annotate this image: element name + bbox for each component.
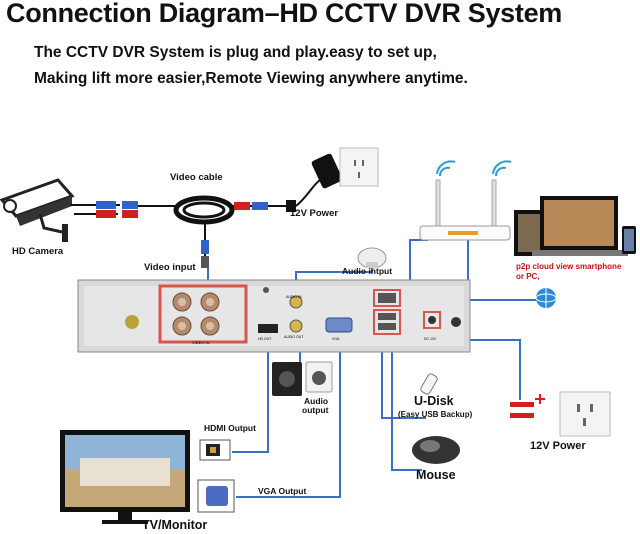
subtitle-line-2: Making lift more easier,Remote Viewing a… xyxy=(34,70,468,87)
ground-screw-icon xyxy=(125,315,139,329)
label-tv-monitor: TV/Monitor xyxy=(142,518,208,532)
speakers-icon xyxy=(272,361,333,396)
hdmi-port-icon xyxy=(258,324,278,333)
mouse-icon xyxy=(412,436,460,464)
connection-lines xyxy=(207,230,542,498)
panel-audio-in: AUDIO IN xyxy=(286,295,302,299)
label-udisk-note: (Easy USB Backup) xyxy=(398,410,473,419)
usb-disk-icon xyxy=(420,373,438,395)
video-cable-icon xyxy=(70,195,296,268)
power-switch-icon xyxy=(451,317,461,327)
usb-line-mouse xyxy=(391,318,422,471)
hdmi-line xyxy=(232,340,269,453)
video-in-frame xyxy=(158,284,248,344)
remote-devices-icon xyxy=(514,196,636,256)
audio-in-port-icon xyxy=(289,295,303,309)
vga-connector-icon xyxy=(197,479,235,513)
dvr-panel: VIDEO IN AUDIO IN AUDIO OUT HD OUT VGA D… xyxy=(77,279,471,353)
diagram-title: Connection Diagram–HD CCTV DVR System xyxy=(6,0,563,28)
audio-input-mic-icon xyxy=(357,247,387,269)
hdmi-cable-icon xyxy=(199,439,231,461)
usb-port-icon xyxy=(378,313,396,320)
dc-port-icon xyxy=(428,316,436,324)
dc-polarity-icon xyxy=(510,394,545,418)
label-video-input: Video input xyxy=(144,262,196,273)
panel-hd-out: HD OUT xyxy=(258,337,272,341)
label-p2p-line2: or PC, xyxy=(516,272,540,281)
label-udisk: U-Disk xyxy=(414,394,454,408)
label-audio-output-1: Audio xyxy=(304,396,329,406)
label-audio-output-2: output xyxy=(302,405,329,415)
bnc-port-icon xyxy=(172,292,220,336)
hd-camera-icon xyxy=(0,178,75,242)
label-hdmi-output: HDMI Output xyxy=(204,423,256,433)
label-vga-output: VGA Output xyxy=(258,486,307,496)
vga-line xyxy=(236,340,341,498)
wall-socket-icon xyxy=(339,147,379,187)
tv-monitor-icon xyxy=(60,430,190,524)
subtitle-line-1: The CCTV DVR System is plug and play.eas… xyxy=(34,44,437,61)
label-12v-power-top: 12V Power xyxy=(290,208,339,219)
label-video-cable: Video cable xyxy=(170,172,223,183)
wall-socket-right-icon xyxy=(559,391,611,437)
lan-port-icon xyxy=(378,293,396,303)
label-audio-input: Audio intput xyxy=(342,266,393,276)
power-adapter-icon xyxy=(295,153,343,207)
panel-dc: DC 12V xyxy=(424,337,437,341)
panel-vga: VGA xyxy=(332,337,340,341)
audio-out-port-icon xyxy=(289,319,303,333)
vga-port-icon xyxy=(325,317,353,333)
label-hd-camera: HD Camera xyxy=(12,246,64,257)
panel-video-in: VIDEO IN xyxy=(192,340,210,345)
cloud-globe-icon xyxy=(535,288,557,308)
label-12v-power-right: 12V Power xyxy=(530,440,586,452)
panel-audio-out: AUDIO OUT xyxy=(284,335,304,339)
label-p2p-line1: p2p cloud view smartphone xyxy=(516,262,622,271)
wifi-router-icon xyxy=(419,160,512,241)
label-mouse: Mouse xyxy=(416,468,456,482)
